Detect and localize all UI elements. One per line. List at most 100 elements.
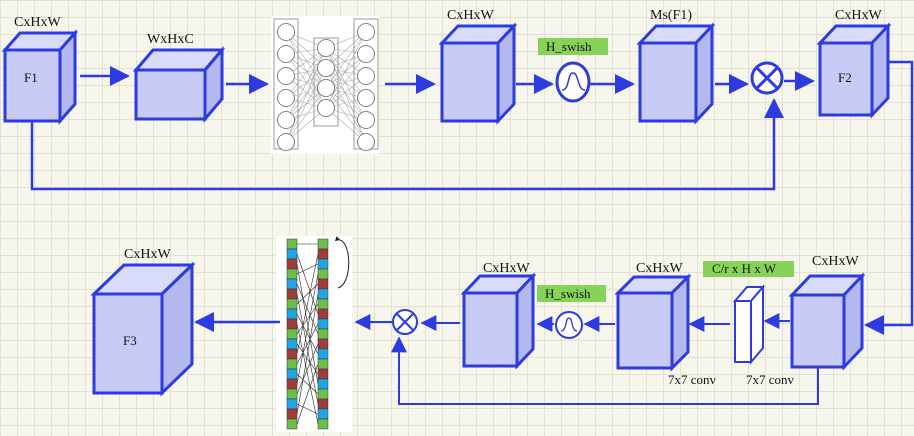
hswish-tag-bottom — [537, 285, 606, 302]
shuffle-bar-left — [286, 388, 298, 400]
shuffle-bar-right — [317, 348, 329, 360]
shuffle-bar-right — [317, 388, 329, 400]
shuffle-line — [296, 253, 319, 355]
shuffle-bar-left — [286, 268, 298, 280]
shuffle-bar-right — [317, 318, 329, 330]
mlp-edge — [325, 31, 367, 69]
mlp-node — [277, 133, 295, 151]
conv-out-cube — [614, 273, 692, 372]
f1-dims-label: CxHxW — [14, 15, 61, 30]
mlp-node — [357, 45, 375, 63]
hswish-label-top: H_swish — [546, 39, 592, 54]
f1-name-label: F1 — [24, 70, 38, 85]
mlp-edge — [285, 47, 327, 99]
f1-cube — [1, 29, 79, 125]
reduced-dims-label: C/r x H x W — [712, 261, 777, 276]
shuffle-bar-left — [286, 248, 298, 260]
shuffle-line — [296, 323, 319, 365]
mlp-network-image — [271, 16, 379, 154]
mlp-edge — [325, 31, 367, 89]
shuffle-line — [296, 343, 319, 375]
shuffle-line — [296, 273, 319, 385]
shuffle-bar-right — [317, 278, 329, 290]
shuffle-line — [296, 323, 319, 425]
mlp-edge — [285, 53, 327, 109]
shuffle-bar-left — [286, 368, 298, 380]
shuffle-line — [296, 343, 319, 395]
skip-bottom-to-multiply — [391, 336, 819, 405]
shuffle-bar-left — [286, 408, 298, 420]
bottom-input-dims-label: CxHxW — [812, 254, 859, 269]
shuffle-bar-left — [286, 258, 298, 270]
hswish-icon-bottom — [555, 311, 583, 339]
mlp-edge — [325, 67, 367, 121]
mlp-node — [277, 45, 295, 63]
mlp-edge — [325, 53, 367, 109]
mlp-out-cube — [438, 22, 518, 125]
f3-name-label: F3 — [123, 333, 137, 348]
mlp-node — [357, 111, 375, 129]
mlp-node — [357, 89, 375, 107]
shuffle-bar-right — [317, 408, 329, 420]
shuffle-bar-right — [317, 338, 329, 350]
conv2-label: 7x7 conv — [746, 372, 795, 387]
hswish-icon-top — [555, 61, 591, 103]
sig-out-cube — [460, 272, 537, 370]
mlp-node — [317, 39, 335, 57]
hswish-label-bottom: H_swish — [545, 286, 591, 301]
shuffle-bar-right — [317, 398, 329, 410]
shuffle-bar-left — [286, 308, 298, 320]
shuffle-bar-right — [317, 248, 329, 260]
mlp-edge — [285, 47, 327, 121]
conv-out-dims-label: CxHxW — [636, 261, 683, 276]
mlp-node — [357, 23, 375, 41]
mlp-node — [317, 99, 335, 117]
f2-name-label: F2 — [838, 70, 852, 85]
channel-shuffle-image — [276, 236, 352, 432]
shuffle-bar-left — [286, 288, 298, 300]
ms-cube — [636, 22, 716, 125]
permuted-cube — [132, 45, 226, 124]
multiply-icon-top — [750, 61, 784, 95]
shuffle-bar-left — [286, 418, 298, 430]
mlp-node — [277, 23, 295, 41]
mlp-edge — [325, 87, 367, 143]
shuffle-bar-right — [317, 298, 329, 310]
shuffle-line — [296, 263, 319, 275]
shuffle-bar-right — [317, 308, 329, 320]
shuffle-bar-right — [317, 358, 329, 370]
shuffle-bar-left — [286, 378, 298, 390]
shuffle-bar-right — [317, 238, 329, 250]
shuffle-bar-right — [317, 288, 329, 300]
mlp-edge — [285, 31, 327, 89]
permuted-dims-label: WxHxC — [147, 32, 194, 47]
mlp-node — [357, 133, 375, 151]
shuffle-bar-right — [317, 258, 329, 270]
mlp-edge — [285, 31, 327, 69]
f3-cube — [90, 261, 196, 397]
bottom-input-cube — [788, 272, 866, 371]
mlp-node — [317, 79, 335, 97]
mlp-edge — [285, 67, 327, 121]
shuffle-bar-right — [317, 378, 329, 390]
shuffle-bar-left — [286, 328, 298, 340]
shuffle-line — [296, 283, 319, 305]
shuffle-line — [296, 293, 319, 415]
shuffle-bar-right — [317, 328, 329, 340]
mlp-out-dims-label: CxHxW — [447, 8, 494, 23]
mlp-edge — [325, 47, 367, 121]
shuffle-bar-right — [317, 368, 329, 380]
reduced-cube — [732, 284, 766, 365]
shuffle-line — [296, 373, 319, 395]
hswish-tag-top — [538, 38, 608, 55]
f2-dims-label: CxHxW — [835, 8, 882, 23]
mlp-node — [277, 67, 295, 85]
sig-out-dims-label: CxHxW — [483, 261, 530, 276]
mlp-node — [357, 67, 375, 85]
connector-f2-to-bottom — [864, 60, 914, 335]
mlp-edge — [325, 47, 367, 99]
mlp-node — [277, 89, 295, 107]
shuffle-line — [296, 253, 319, 315]
